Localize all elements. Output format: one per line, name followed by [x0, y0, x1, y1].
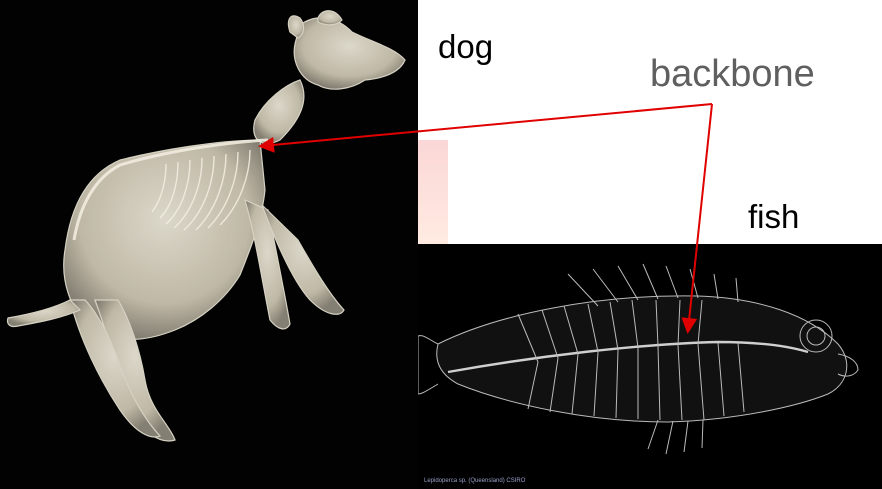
- arrow-to-fish-backbone: [688, 104, 712, 330]
- arrow-to-dog-backbone: [262, 104, 712, 146]
